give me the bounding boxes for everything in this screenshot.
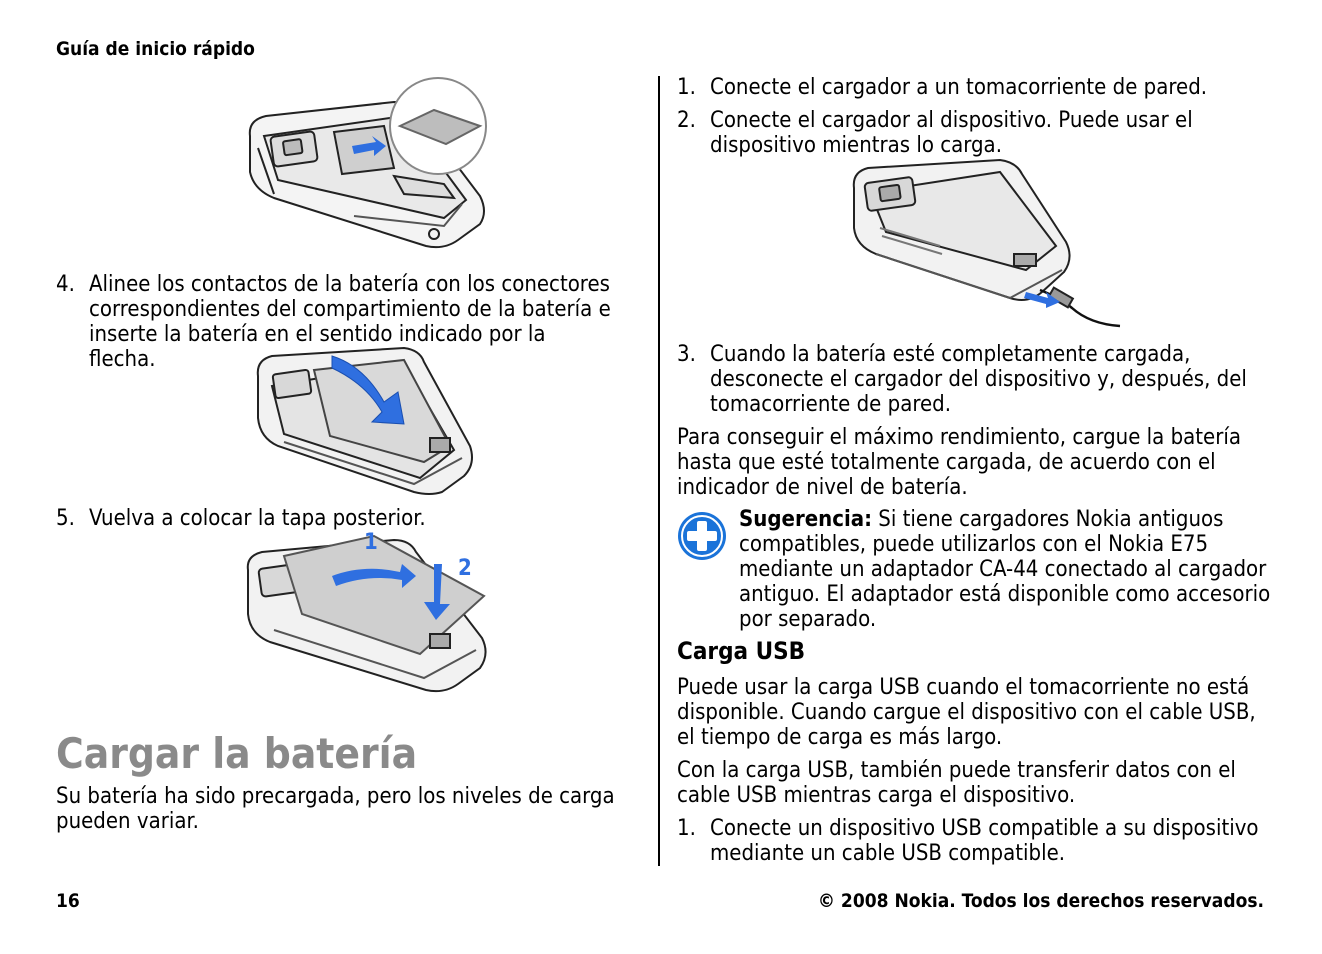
charger-connection-illustration — [852, 158, 1121, 328]
usb-paragraph-2: Con la carga USB, también puede transfer… — [677, 758, 1236, 808]
step-number: 4. — [56, 272, 75, 297]
step-4: 4. Alinee los contactos de la batería co… — [56, 272, 616, 372]
copyright: © 2008 Nokia. Todos los derechos reserva… — [817, 890, 1264, 912]
step-text: Cuando la batería esté completamente car… — [710, 342, 1247, 417]
tip-label: Sugerencia: — [739, 507, 873, 532]
step-text: Conecte un dispositivo USB compatible a … — [710, 816, 1259, 866]
battery-insert-illustration — [256, 346, 473, 495]
back-cover-illustration: 1 2 — [244, 530, 490, 696]
step-number: 2. — [677, 108, 696, 133]
step-5: 5. Vuelva a colocar la tapa posterior. — [56, 506, 616, 531]
page-number: 16 — [56, 890, 80, 912]
section-title: Cargar la batería — [56, 729, 418, 778]
step-2: 2. Conecte el cargador al dispositivo. P… — [677, 108, 1237, 158]
sim-insert-illustration — [248, 77, 487, 249]
usb-heading: Carga USB — [677, 637, 806, 665]
usb-step-1: 1. Conecte un dispositivo USB compatible… — [677, 816, 1267, 866]
running-header: Guía de inicio rápido — [56, 38, 255, 60]
tip-block: Sugerencia: Si tiene cargadores Nokia an… — [739, 507, 1274, 632]
step-3: 3. Cuando la batería esté completamente … — [677, 342, 1257, 417]
step-text: Conecte el cargador a un tomacorriente d… — [710, 75, 1208, 100]
back-cover-drawing — [246, 534, 487, 693]
plus-circle-icon — [678, 512, 726, 560]
intro-paragraph: Su batería ha sido precargada, pero los … — [56, 784, 615, 834]
usb-paragraph-1: Puede usar la carga USB cuando el tomaco… — [677, 675, 1256, 750]
step-text: Alinee los contactos de la batería con l… — [89, 272, 611, 372]
step-text: Conecte el cargador al dispositivo. Pued… — [710, 108, 1193, 158]
callout-number-1: 1 — [364, 530, 378, 555]
step-number: 1. — [677, 816, 696, 841]
step-number: 1. — [677, 75, 696, 100]
column-divider — [658, 76, 660, 866]
step-1: 1. Conecte el cargador a un tomacorrient… — [677, 75, 1267, 100]
tip-text: Si tiene cargadores Nokia antiguos compa… — [739, 507, 1271, 632]
step-number: 3. — [677, 342, 696, 367]
step-number: 5. — [56, 506, 75, 531]
performance-paragraph: Para conseguir el máximo rendimiento, ca… — [677, 425, 1241, 500]
step-text: Vuelva a colocar la tapa posterior. — [89, 506, 426, 531]
callout-number-2: 2 — [458, 556, 472, 581]
